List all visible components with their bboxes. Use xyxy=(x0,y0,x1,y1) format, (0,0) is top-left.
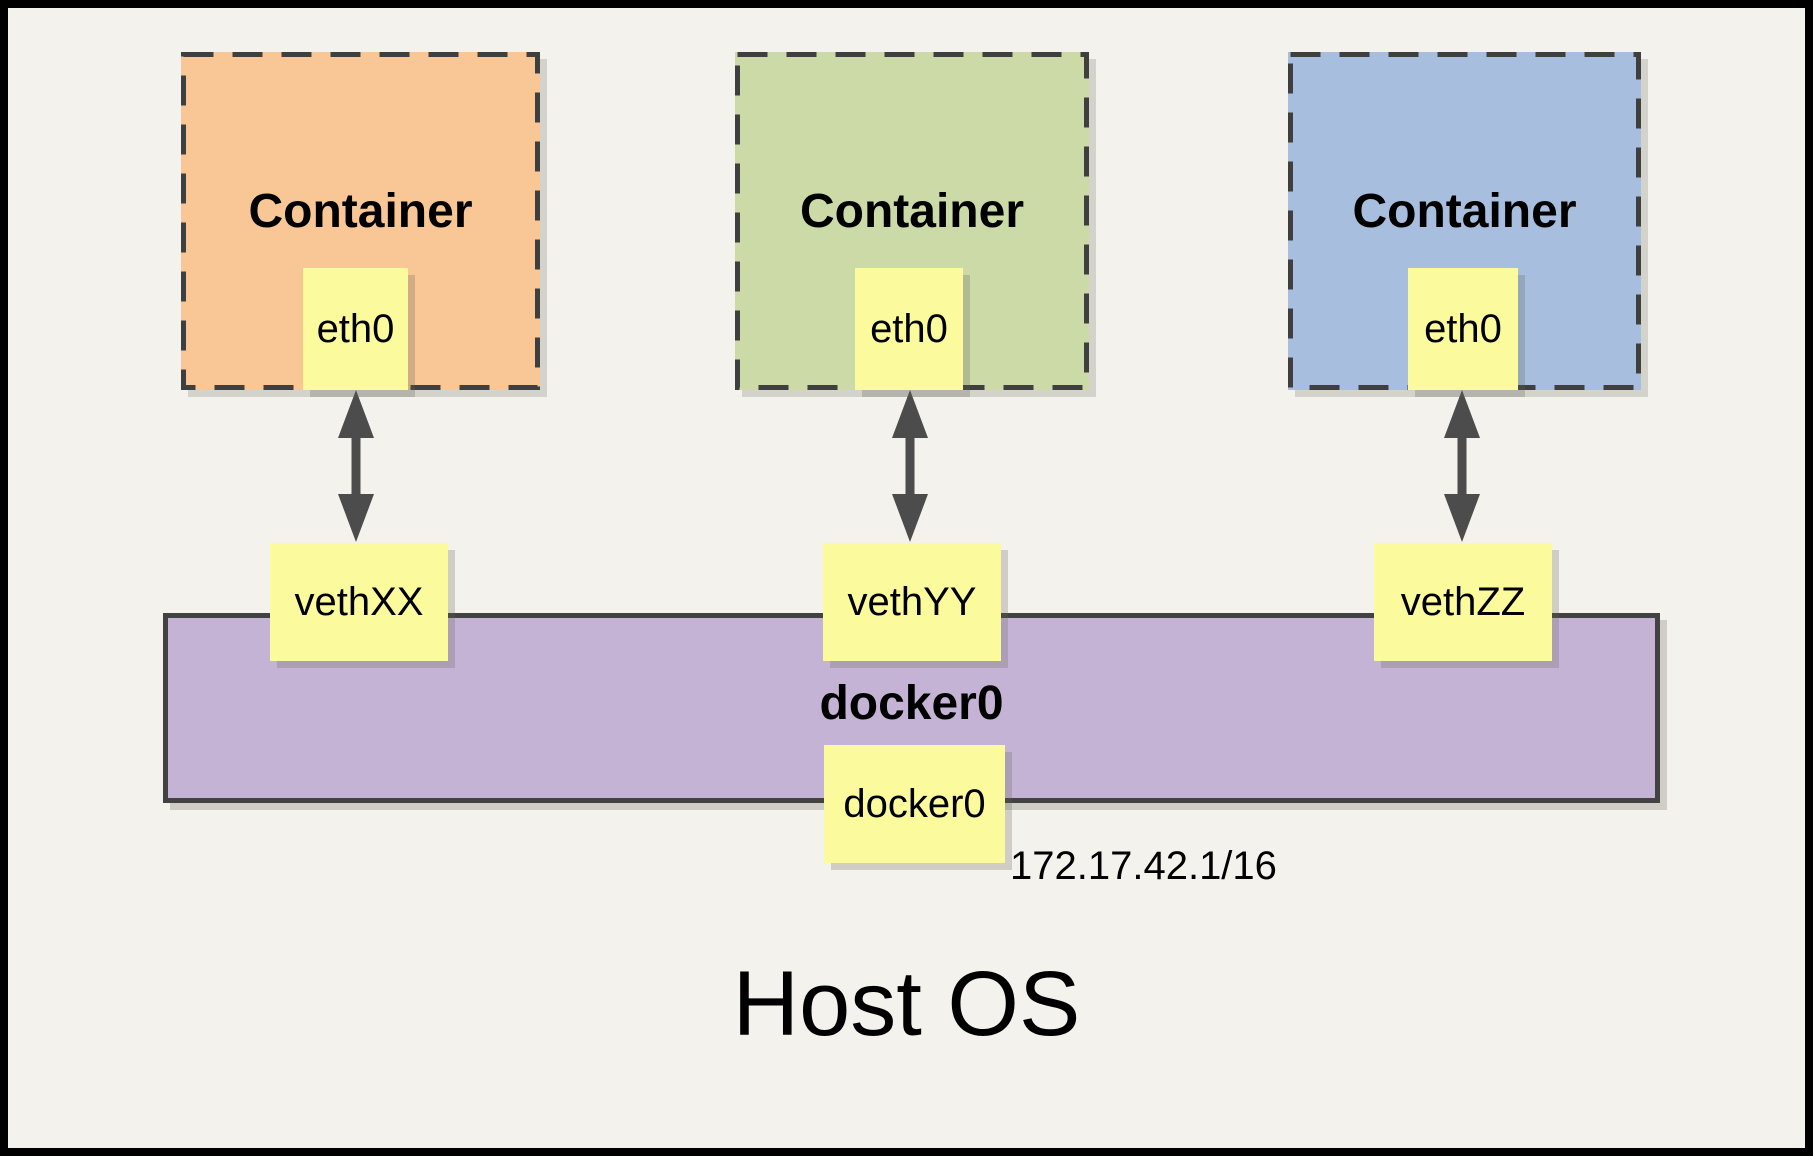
bidirectional-arrow-3 xyxy=(1444,390,1480,542)
container-title: Container xyxy=(248,185,473,238)
bridge-ip-label: 172.17.42.1/16 xyxy=(1010,844,1277,888)
eth0-node-3: eth0 xyxy=(1408,268,1518,390)
dashed-border xyxy=(181,52,540,390)
eth0-node-2: eth0 xyxy=(855,268,963,390)
docker0-interface-node: docker0 xyxy=(824,745,1005,863)
docker0-bridge-label: docker0 xyxy=(819,677,1004,730)
vethxx-node: vethXX xyxy=(270,543,448,661)
eth0-node-1: eth0 xyxy=(303,268,408,390)
vethzz-node: vethZZ xyxy=(1374,543,1552,661)
bidirectional-arrow-1 xyxy=(338,390,374,542)
container-title: Container xyxy=(799,185,1024,238)
vethyy-node: vethYY xyxy=(823,543,1001,661)
host-os-label: Host OS xyxy=(732,953,1081,1055)
container-box-2: Container xyxy=(735,52,1089,390)
bidirectional-arrow-2 xyxy=(892,390,928,542)
container-title: Container xyxy=(1352,185,1577,238)
